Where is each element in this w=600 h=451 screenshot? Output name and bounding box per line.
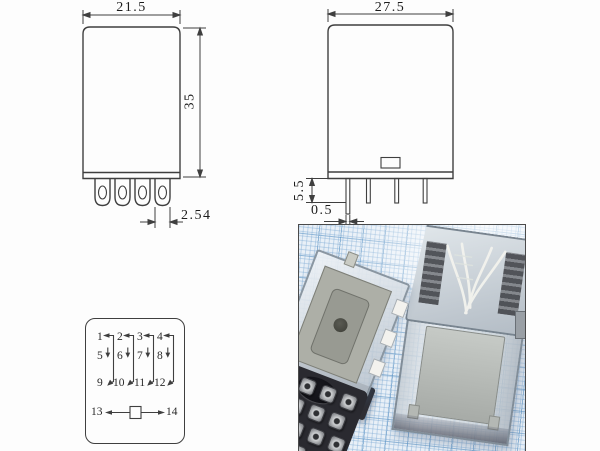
relay-standing-top-face	[405, 224, 526, 338]
front-height-dimension: 35	[182, 92, 198, 110]
schematic-pin-label-3: 3	[137, 331, 143, 343]
side-pin-width-dimension: 0.5	[311, 203, 333, 218]
front-pin-pitch-dimension: 2.54	[181, 208, 212, 223]
schematic-pin-label-2: 2	[117, 331, 123, 343]
schematic-pin-label-1: 1	[97, 331, 103, 343]
side-view-dimensions	[306, 9, 455, 227]
schematic-pin-label-9: 9	[97, 377, 103, 389]
front-view-body	[82, 26, 181, 207]
side-width-dimension: 27.5	[374, 0, 406, 15]
contact-spring-wires	[407, 226, 526, 336]
relay-standing-body	[391, 314, 525, 447]
schematic-linework	[103, 333, 175, 420]
schematic-pin-label-7: 7	[137, 350, 143, 362]
schematic-pin-label-6: 6	[117, 350, 123, 362]
schematic-pin-label-5: 5	[97, 350, 103, 362]
schematic-pin-label-8: 8	[157, 350, 163, 362]
schematic-pin-label-10: 10	[113, 377, 125, 389]
side-view-body	[327, 24, 454, 215]
front-width-dimension: 21.5	[116, 0, 147, 15]
schematic-pin-label-11: 11	[134, 377, 146, 389]
schematic-pin-label-14: 14	[166, 406, 178, 418]
schematic-pin-label-13: 13	[91, 406, 103, 418]
side-pin-length-dimension: 5.5	[292, 179, 307, 201]
product-photo	[298, 224, 526, 451]
relay-standing	[389, 224, 526, 450]
front-view-dimensions	[81, 10, 206, 228]
pin-schematic: 1 2 3 4 5 6 7 8 9 10 11 12 13 14	[85, 318, 185, 444]
relay-metal-frame	[407, 325, 506, 431]
relay-core	[309, 286, 372, 367]
core-hole	[331, 316, 350, 335]
schematic-pin-label-12: 12	[154, 377, 166, 389]
schematic-pin-label-4: 4	[157, 331, 163, 343]
mounting-clip	[515, 311, 525, 339]
